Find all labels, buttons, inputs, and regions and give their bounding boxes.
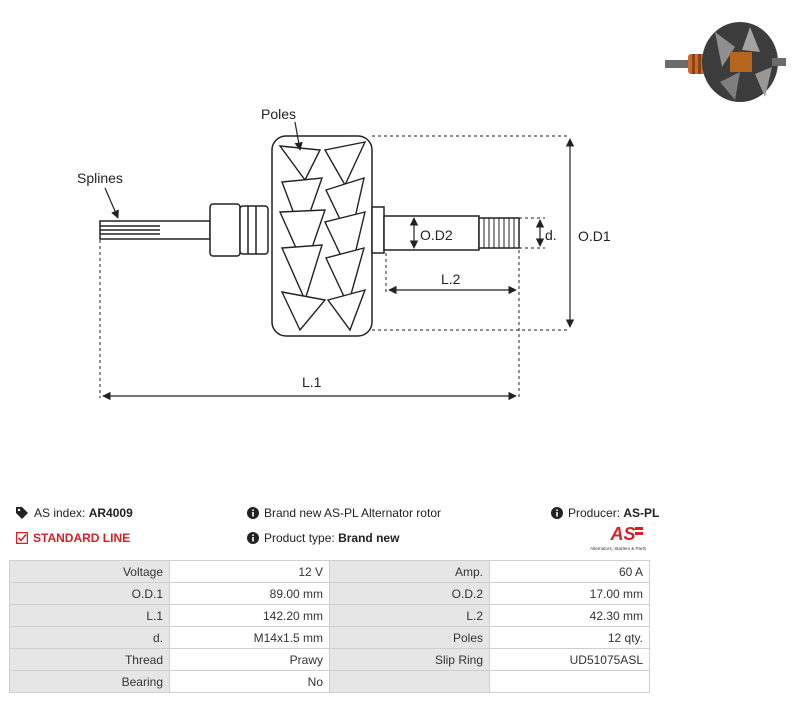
label-l2: L.2 [441,271,461,287]
spec-value: 142.20 mm [169,604,330,627]
label-d: d. [545,227,557,243]
logo-subtext: Alternators, Starters & Parts [590,546,647,551]
spec-key [329,670,490,693]
checkbox-icon [16,532,28,544]
spec-key: Thread [9,648,170,671]
standard-line: STANDARD LINE [16,531,130,545]
spec-value: UD51075ASL [489,648,650,671]
product-type: Product type: Brand new [247,531,399,545]
rotor-product-photo [665,22,786,102]
as-index: AS index: AR4009 [16,506,133,520]
description: Brand new AS-PL Alternator rotor [247,506,441,520]
rear-shaft [383,215,480,251]
info-icon [551,507,563,519]
spec-value: M14x1.5 mm [169,626,330,649]
spec-key: d. [9,626,170,649]
spec-value: 12 V [169,560,330,583]
producer-value: AS-PL [623,506,660,520]
slip-ring [209,203,241,257]
spec-key: Voltage [9,560,170,583]
producer-label: Producer: [568,506,621,520]
label-l1: L.1 [302,374,322,390]
description-text: Brand new AS-PL Alternator rotor [264,506,441,520]
label-od2: O.D2 [420,227,453,243]
label-splines: Splines [77,170,123,186]
info-icon [247,507,259,519]
as-index-value: AR4009 [88,506,133,520]
logo-text: AS [609,524,635,544]
spec-value: 42.30 mm [489,604,650,627]
spec-value: 12 qty. [489,626,650,649]
spec-value: No [169,670,330,693]
spec-value: 89.00 mm [169,582,330,605]
spec-value: 17.00 mm [489,582,650,605]
spec-value: 60 A [489,560,650,583]
spec-value [489,670,650,693]
spec-key: O.D.2 [329,582,490,605]
spec-key: Poles [329,626,490,649]
spec-key: L.2 [329,604,490,627]
product-type-label: Product type: [264,531,335,545]
as-pl-logo: AS Alternators, Starters & Parts [590,524,647,551]
info-icon [247,532,259,544]
product-type-value: Brand new [338,531,400,545]
producer: Producer: AS-PL [551,506,659,520]
rotor-technical-drawing: Poles Splines O.D2 d. O.D1 L.2 L.1 [77,106,611,401]
spec-key: Bearing [9,670,170,693]
spec-key: Amp. [329,560,490,583]
tags-icon [16,507,28,519]
as-index-label: AS index: [34,506,86,520]
spec-key: O.D.1 [9,582,170,605]
spec-value: Prawy [169,648,330,671]
spec-key: L.1 [9,604,170,627]
label-poles: Poles [261,106,296,122]
spec-key: Slip Ring [329,648,490,671]
label-od1: O.D1 [578,228,611,244]
standard-line-label: STANDARD LINE [33,531,131,545]
